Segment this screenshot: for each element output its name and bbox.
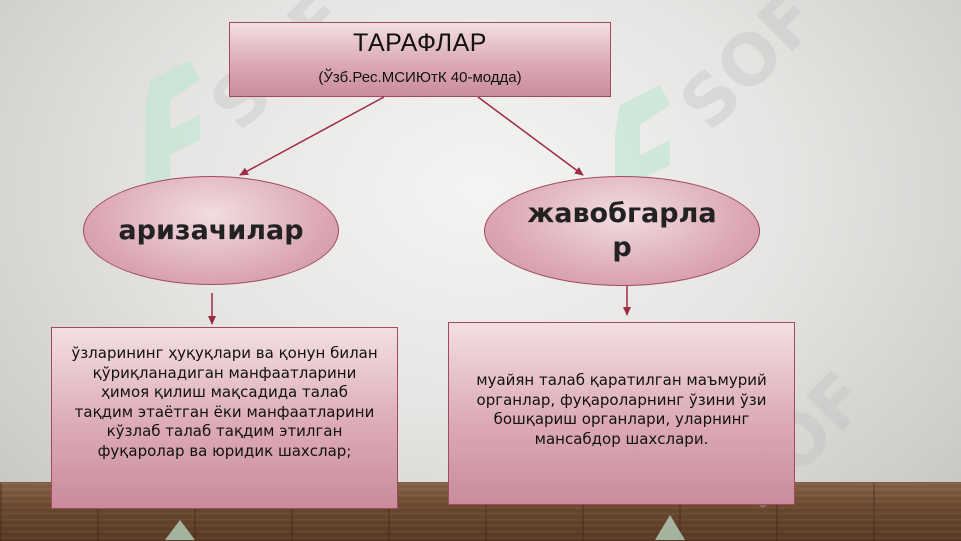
title-main: ТАРАФЛАР bbox=[353, 29, 487, 57]
arrow-title-to-right bbox=[477, 96, 584, 176]
description-plaintiffs: ўзларининг ҳуқуқлари ва қонун билан қўри… bbox=[51, 327, 398, 509]
node-plaintiffs-label: аризачилар bbox=[118, 214, 304, 246]
description-defendants: муайян талаб қаратилган маъмурий органла… bbox=[448, 322, 795, 505]
title-subtitle: (Ўзб.Рес.МСИЮтК 40-модда) bbox=[318, 69, 522, 86]
node-defendants-label: жавобгарлар bbox=[527, 198, 717, 263]
description-defendants-text: муайян талаб қаратилган маъмурий органла… bbox=[476, 371, 767, 448]
node-defendants: жавобгарлар bbox=[484, 176, 760, 286]
description-plaintiffs-text: ўзларининг ҳуқуқлари ва қонун билан қўри… bbox=[71, 344, 378, 460]
arrow-title-to-left bbox=[239, 96, 385, 176]
node-plaintiffs: аризачилар bbox=[83, 176, 339, 285]
title-box: ТАРАФЛАР (Ўзб.Рес.МСИЮтК 40-модда) bbox=[229, 22, 611, 97]
